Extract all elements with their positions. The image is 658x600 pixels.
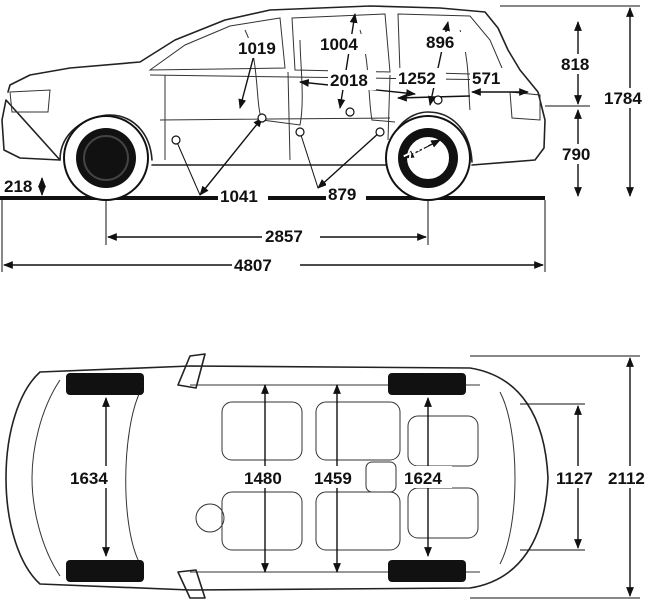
arrow-1004: [337, 13, 358, 109]
label-1019: 1019: [238, 39, 276, 58]
label-1459: 1459: [314, 469, 352, 488]
label-790: 790: [562, 145, 590, 164]
label-2112: 2112: [608, 469, 645, 488]
front-window: [148, 17, 286, 71]
label-1624: 1624: [404, 469, 442, 488]
top-front-left-wheel: [66, 373, 144, 395]
label-4807: 4807: [234, 256, 272, 275]
steering-wheel: [195, 503, 225, 533]
top-body-outline: [5, 365, 549, 591]
label-2018: 2018: [330, 71, 368, 90]
left-mirror: [177, 353, 206, 389]
label-879: 879: [328, 185, 356, 204]
arrow-1252: [397, 93, 471, 102]
tail-light: [509, 91, 541, 121]
headlight: [9, 89, 51, 113]
label-818: 818: [561, 55, 589, 74]
label-1480: 1480: [244, 469, 282, 488]
label-1252: 1252: [398, 69, 436, 88]
top-rear-left-wheel: [388, 373, 466, 395]
side-view: 1019 1004 896 2018 1252 571 818 1784 790…: [0, 5, 654, 276]
label-218: 218: [4, 177, 32, 196]
top-rear-right-wheel: [388, 560, 466, 582]
right-mirror: [177, 569, 206, 599]
label-571: 571: [472, 69, 500, 88]
rear-window: [499, 391, 516, 565]
label-2857: 2857: [265, 227, 303, 246]
front-wheel: [63, 115, 149, 201]
arrow-1041: [199, 117, 263, 196]
front-seat: [244, 29, 303, 126]
arrow-879: [317, 131, 381, 189]
front-wheel-arch: [59, 114, 153, 161]
label-1634: 1634: [70, 469, 108, 488]
hood-line: [31, 379, 61, 577]
label-1784: 1784: [604, 89, 642, 108]
label-1004: 1004: [320, 35, 358, 54]
top-view: 1634 1480 1459 1624 1127 2112: [5, 353, 658, 599]
top-front-right-wheel: [66, 560, 144, 582]
arrow-765: [404, 139, 441, 159]
windshield: [125, 391, 141, 565]
label-1041: 1041: [220, 187, 258, 206]
rear-quarter-window: [397, 13, 506, 76]
label-896: 896: [426, 33, 454, 52]
label-1127: 1127: [556, 469, 593, 488]
side-body-outline: [1, 5, 546, 166]
